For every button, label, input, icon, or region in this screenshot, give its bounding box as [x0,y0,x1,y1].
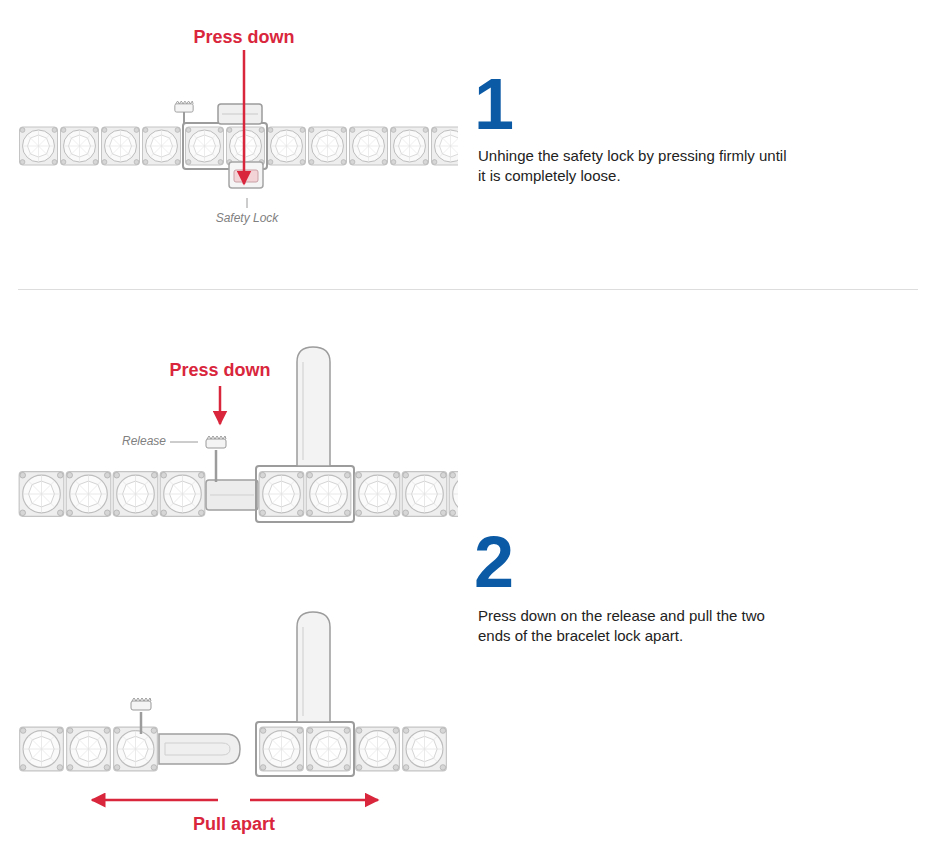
leader-line [170,442,198,443]
instruction-callout: Press down [160,360,280,382]
bracelet-step-2-closed [19,347,458,522]
pull-arrow [250,799,378,802]
bracelet-step-1 [20,101,459,188]
bracelet-step-2-open [20,612,447,776]
pull-arrow [92,799,218,802]
step-number: 1 [474,68,534,140]
part-name: Safety Lock [196,211,298,225]
step-text: Unhinge the safety lock by pressing firm… [478,146,798,186]
part-name: Release [104,434,166,448]
leader-line [247,198,248,208]
press-arrow [243,50,246,184]
divider [18,289,918,290]
instruction-callout: Press down [184,27,304,49]
step-number: 2 [474,526,544,598]
step-text: Press down on the release and pull the t… [478,606,798,646]
instruction-callout: Pull apart [174,814,294,836]
press-arrow [219,386,222,424]
